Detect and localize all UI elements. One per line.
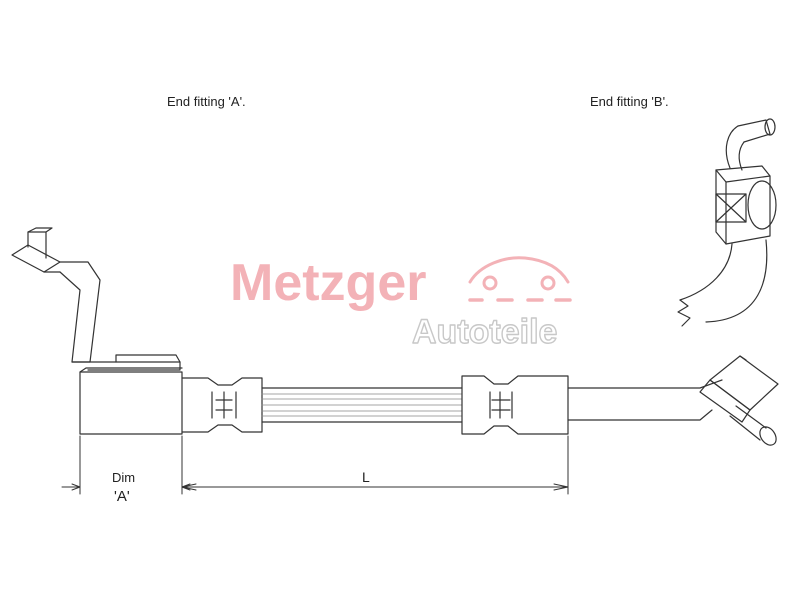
watermark-sub-text: Autoteile (412, 313, 557, 351)
length-label: L (362, 469, 370, 485)
dim-l-arrowheads (181, 483, 569, 491)
end-fitting-a (11, 227, 263, 435)
end-fitting-b-label: End fitting 'B'. (590, 94, 669, 109)
dimension-lines (61, 435, 569, 495)
dim-label: Dim (112, 470, 136, 485)
crimp-sleeve-b (461, 375, 569, 435)
rigid-pipe (567, 355, 779, 446)
hose-braided (261, 387, 463, 423)
watermark-car-icon (468, 256, 572, 302)
watermark-brand-text: Metzger (230, 254, 426, 312)
dim-a-label: 'A' (114, 488, 130, 505)
metzger-watermark: Metzger Autoteile (230, 254, 572, 352)
dim-a-arrow-left (61, 483, 81, 491)
end-fitting-b (677, 118, 777, 327)
end-fitting-a-label: End fitting 'A'. (167, 94, 246, 109)
